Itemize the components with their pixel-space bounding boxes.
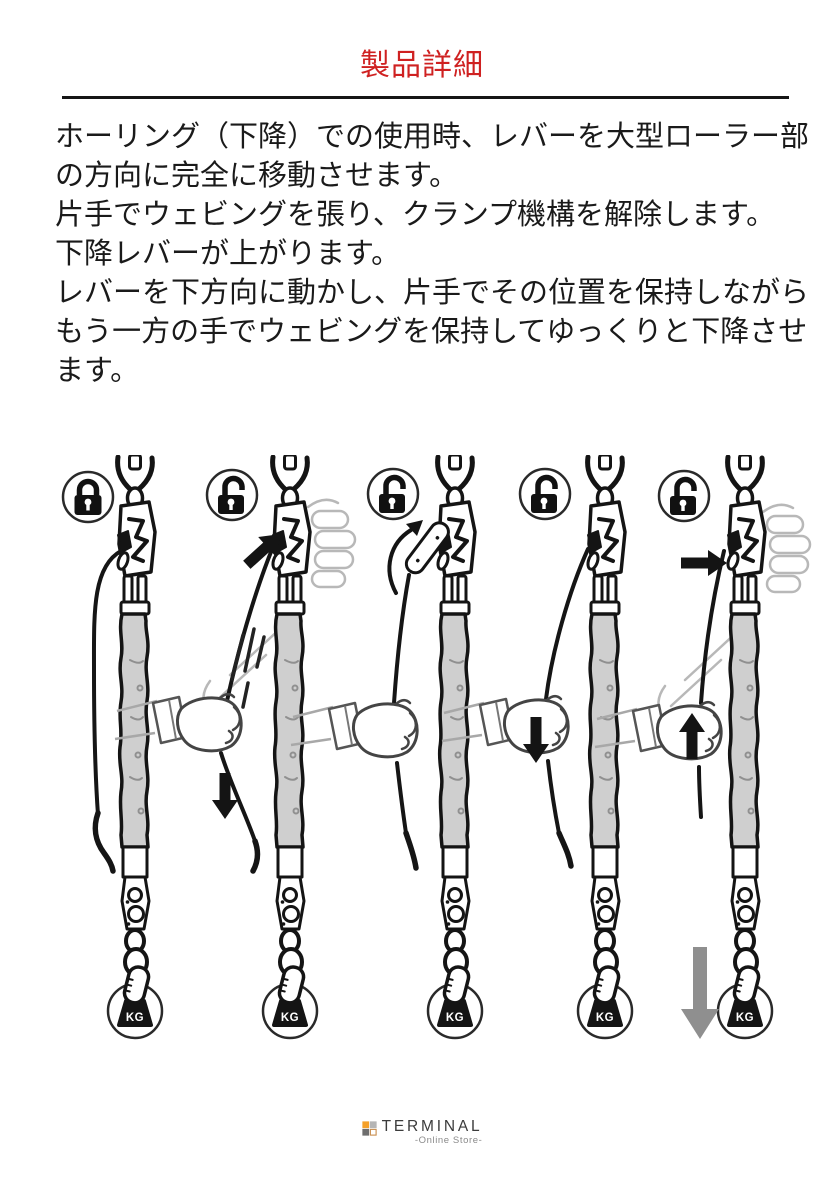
body-text-line: 下降レバーが上がります。: [55, 238, 401, 270]
arrow-down-icon: [212, 773, 238, 819]
kg-weight-label: KG: [446, 1012, 464, 1024]
motion-lines: [230, 627, 266, 709]
rotate-arrow-icon: [387, 528, 413, 595]
body-text-line: の方向に完全に移動させます。: [55, 160, 459, 192]
instruction-text: ホーリング（下降）での使用時、レバーを大型ローラー部 の方向に完全に移動させます…: [55, 118, 810, 391]
kg-weight-label: KG: [596, 1012, 614, 1024]
body-text-line: 片手でウェビングを張り、クランプ機構を解除します。: [55, 199, 776, 231]
step-1-panel: KG: [63, 455, 162, 1038]
lanyard-device: [108, 455, 162, 1038]
instruction-diagram: KG KG: [0, 455, 812, 1075]
body-text-line: もう一方の手でウェビングを保持してゆっくりと下降させ: [55, 316, 808, 348]
store-subtitle: -Online Store-: [414, 1135, 483, 1146]
rope-tail: [556, 830, 574, 869]
lock-icon: [63, 472, 113, 522]
rope-tail: [92, 810, 116, 874]
step-3-panel: KG: [289, 455, 482, 1038]
rope-tail: [250, 838, 261, 874]
webbing-rope: [91, 549, 123, 817]
body-text-line: ホーリング（下降）での使用時、レバーを大型ローラー部: [55, 121, 810, 153]
rotate-arrow-head: [406, 520, 423, 536]
page-title: 製品詳細: [360, 49, 484, 82]
title-divider: [62, 96, 789, 99]
lock-icon: [659, 471, 709, 521]
kg-weight-label: KG: [736, 1012, 754, 1024]
store-brand-name: TERMINAL: [381, 1118, 483, 1135]
kg-weight-label: KG: [126, 1012, 144, 1024]
body-text-line: レバーを下方向に動かし、片手でその位置を保持しながら: [55, 277, 810, 309]
store-logo-text: TERMINAL -Online Store-: [381, 1118, 483, 1147]
webbing-rope: [699, 549, 726, 705]
webbing-rope: [546, 759, 561, 835]
kg-weight-label: KG: [281, 1012, 299, 1024]
lock-icon: [520, 469, 570, 519]
body-text-line: ます。: [55, 355, 140, 387]
step-2-panel: KG: [113, 455, 357, 1038]
lock-icon: [368, 469, 418, 519]
terminal-logo-icon: [361, 1121, 377, 1136]
webbing-rope: [392, 573, 411, 705]
lock-icon: [207, 470, 257, 520]
webbing-rope: [395, 761, 408, 835]
webbing-rope: [219, 751, 257, 843]
step-4-panel: KG: [440, 455, 632, 1038]
release-lever: [404, 521, 450, 575]
lanyard-device: [718, 455, 772, 1038]
webbing-rope: [544, 547, 590, 701]
webbing-rope: [697, 765, 703, 819]
step-5-panel: KG: [593, 455, 812, 1039]
glove-hand-icon: [289, 698, 419, 759]
rope-tail: [403, 830, 419, 871]
store-logo: TERMINAL -Online Store-: [55, 1119, 789, 1146]
product-detail-page: 製品詳細 ホーリング（下降）での使用時、レバーを大型ローラー部 の方向に完全に移…: [0, 50, 833, 1200]
descend-arrow-icon: [681, 947, 719, 1039]
